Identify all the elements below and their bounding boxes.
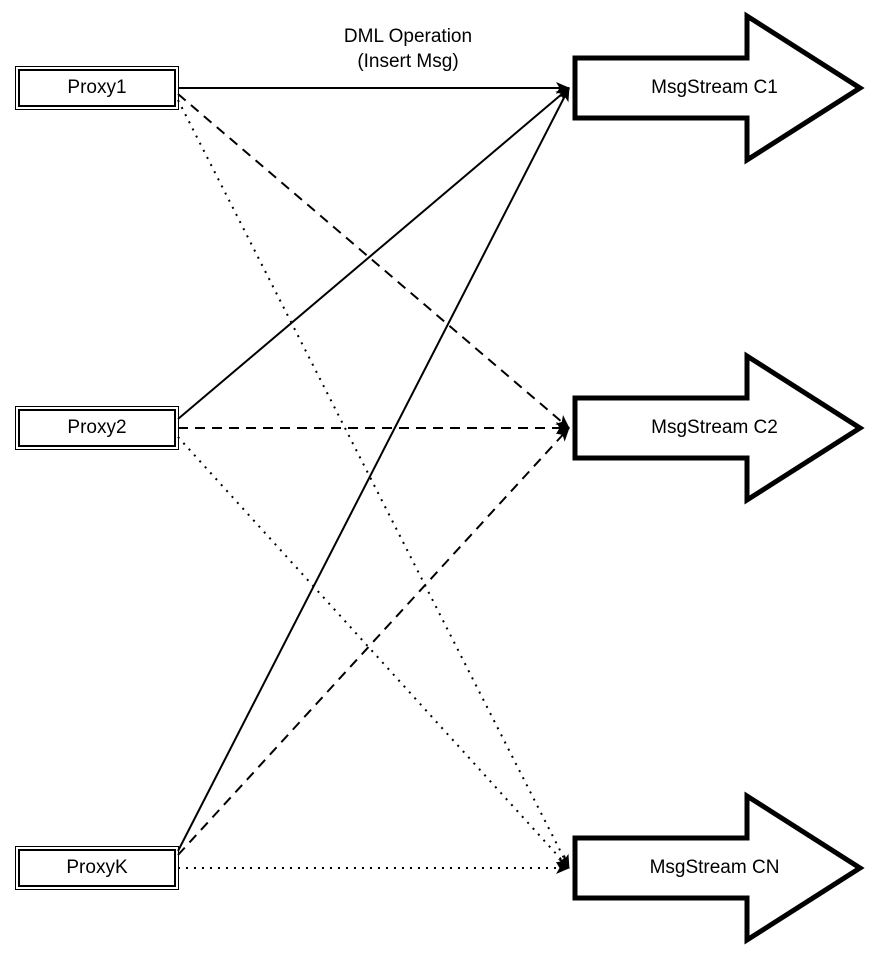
msgstream-c2-label: MsgStream C2 [651, 417, 778, 438]
dml-operation-label-line2: (Insert Msg) [357, 51, 459, 72]
proxyk-label: ProxyK [66, 857, 128, 878]
msgstream-cn-label: MsgStream CN [649, 857, 780, 878]
msgstream-arrow-c2 [572, 351, 865, 505]
proxy-box-proxyk: ProxyK [15, 846, 179, 890]
dml-operation-label: DML Operation (Insert Msg) [288, 24, 528, 74]
edge-proxyk-c1 [177, 87, 570, 852]
msgstream-c1-label: MsgStream C1 [651, 77, 778, 98]
edge-proxy1-cn [177, 99, 570, 869]
msgstream-arrow-cn [572, 791, 865, 945]
proxy-box-proxy2: Proxy2 [15, 406, 179, 450]
proxy2-label: Proxy2 [67, 417, 127, 438]
edge-proxy1-c2 [177, 93, 570, 429]
edge-proxy2-c1 [177, 87, 570, 420]
dml-operation-label-line1: DML Operation [343, 26, 473, 47]
msgstream-arrow-c1 [572, 11, 865, 165]
edge-proxyk-c2 [177, 427, 570, 856]
proxy1-label: Proxy1 [67, 77, 127, 98]
edge-proxy2-cn [177, 436, 570, 869]
proxy-box-proxy1: Proxy1 [15, 66, 179, 110]
